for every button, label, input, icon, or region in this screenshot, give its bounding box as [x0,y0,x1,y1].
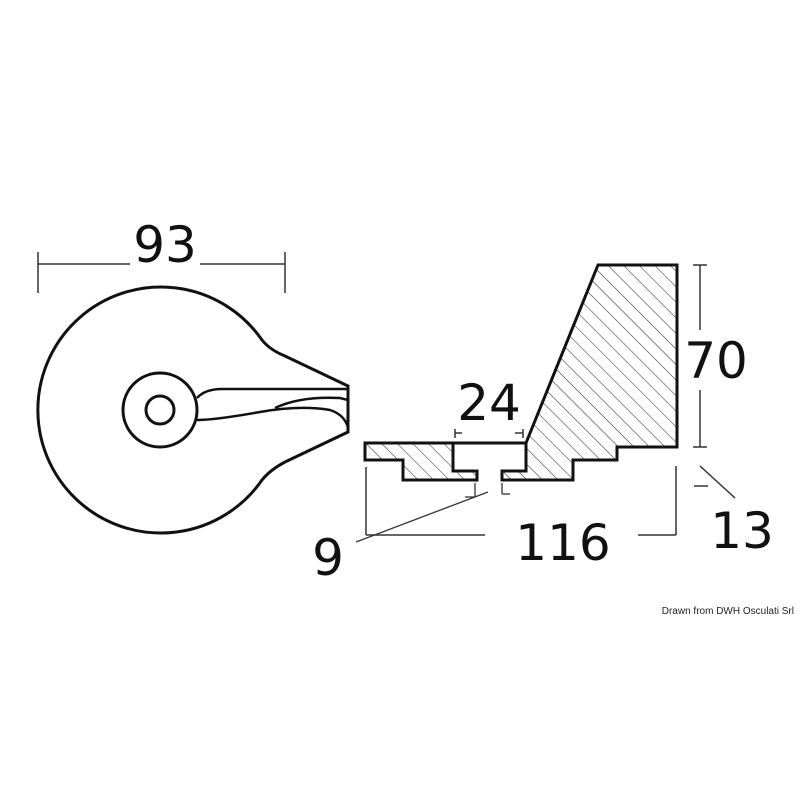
dimension-70 [693,264,707,448]
credit-text: Drawn from DWH Osculati Srl [661,606,794,617]
dimension-label-13: 13 [710,502,774,560]
dimension-93 [37,252,286,293]
dimension-9 [355,483,510,543]
anode-section [363,263,679,482]
side-view [363,263,679,482]
dimension-label-70: 70 [684,332,748,390]
front-view [36,285,350,535]
anode-outline [36,285,350,535]
hub-outer [121,371,199,449]
dimension-116 [365,466,677,536]
bolt-hole [144,394,176,426]
slot-lines [196,387,350,429]
dimension-24 [454,429,524,438]
dimension-label-93: 93 [133,216,197,274]
dimension-13 [694,465,736,499]
dimension-label-9: 9 [312,529,344,587]
dimension-label-24: 24 [457,374,521,432]
dimension-label-116: 116 [515,514,610,572]
